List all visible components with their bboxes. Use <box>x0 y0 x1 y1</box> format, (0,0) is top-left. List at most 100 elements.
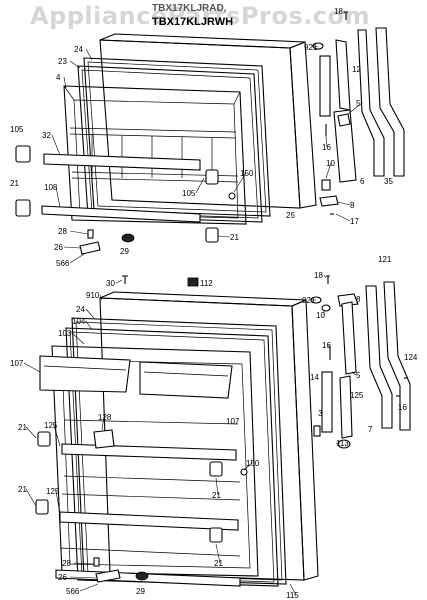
fresh-food-inner-liner <box>51 345 259 577</box>
callout-label: 32 <box>42 131 51 140</box>
fresh-food-outer-panel-side <box>291 299 319 581</box>
callout-label: 150 <box>246 459 260 468</box>
callout-label: 566 <box>66 587 80 596</box>
freezer-outer-panel-side <box>289 41 317 209</box>
callout-label: 6 <box>360 177 365 186</box>
leader-line <box>73 562 95 565</box>
hinge-pin <box>319 195 339 207</box>
leader-line <box>337 201 351 206</box>
leader-line <box>335 213 351 222</box>
hinge-bracket <box>339 375 353 439</box>
callout-label: 30 <box>106 279 115 288</box>
callout-label: 5 <box>356 371 361 380</box>
hinge-bracket <box>333 109 357 183</box>
callout-label: 23 <box>58 57 67 66</box>
callout-label: 112 <box>200 279 213 288</box>
shelf-end-cap <box>205 227 219 243</box>
hinge-cover <box>337 439 351 449</box>
handle-trim <box>383 281 411 431</box>
callout-label: 21 <box>18 485 27 494</box>
shelf-end-cap <box>37 431 51 447</box>
leader-line <box>25 488 37 507</box>
callout-label: 128 <box>98 413 112 422</box>
callout-label: 104 <box>72 317 86 326</box>
callout-label: 26 <box>58 573 67 582</box>
callout-label: 5 <box>356 99 361 108</box>
leader-line <box>351 371 357 376</box>
model-header-line-2: TBX17KLJRWH <box>152 16 234 28</box>
leader-line <box>195 177 205 194</box>
hinge-pin <box>337 293 359 307</box>
leader-line <box>63 246 81 249</box>
callout-label: 8 <box>350 201 355 210</box>
leader-line <box>63 76 67 89</box>
door-stop <box>79 241 101 255</box>
leader-line <box>25 426 37 439</box>
leader-line <box>243 462 253 471</box>
callout-label: 108 <box>44 183 58 192</box>
callout-label: 124 <box>404 353 418 362</box>
door-shelf-middle <box>59 511 239 531</box>
screw <box>122 275 128 284</box>
callout-label: 25 <box>286 211 295 220</box>
callout-label: 17 <box>350 217 359 226</box>
leader-line <box>69 230 89 235</box>
leader-line <box>71 332 85 345</box>
leader-line <box>347 102 363 115</box>
callout-label: 16 <box>322 341 331 350</box>
door-handle <box>357 29 385 177</box>
clip <box>187 277 199 287</box>
shelf-end-cap <box>209 461 223 477</box>
bushing <box>321 304 331 312</box>
leader-line <box>79 583 99 592</box>
model-header-line-1: TBX17KLJRAD, <box>152 3 227 14</box>
callout-label: 24 <box>74 45 83 54</box>
pin <box>93 557 100 567</box>
leader-line <box>325 135 328 148</box>
freezer-inner-liner <box>63 85 247 225</box>
shelf-end-cap <box>209 527 223 543</box>
freezer-shelf-bar-lower <box>41 205 201 223</box>
callout-label: 107 <box>226 417 240 426</box>
leader-line <box>215 543 221 564</box>
handle-trim <box>375 27 405 177</box>
callout-label: 105 <box>10 125 24 134</box>
fresh-food-outer-panel-top <box>99 291 307 307</box>
callout-label: 21 <box>18 423 27 432</box>
callout-label: 29 <box>136 587 145 596</box>
screw <box>228 192 236 200</box>
callout-label: 12 <box>352 65 361 74</box>
plug-button <box>135 571 149 581</box>
callout-label: 921 <box>304 43 318 52</box>
callout-label: 10 <box>326 159 335 168</box>
leader-line <box>115 279 123 284</box>
callout-label: 121 <box>378 255 392 264</box>
watermark: AppliancePartsPros.com <box>30 2 370 30</box>
screw <box>326 275 330 284</box>
door-shelf-upper <box>61 443 237 461</box>
leader-line <box>289 583 297 596</box>
shelf-end-cap <box>35 499 49 515</box>
screw <box>240 468 248 476</box>
leader-line <box>233 172 247 193</box>
leader-line <box>85 48 93 61</box>
dairy-bin-left <box>39 355 131 393</box>
leader-line <box>23 362 41 373</box>
callout-label: 105 <box>182 189 196 198</box>
fresh-food-gasket <box>71 317 287 585</box>
callout-label: 115 <box>286 591 299 600</box>
shelf-end-cap <box>15 145 31 163</box>
screw <box>344 11 348 20</box>
callout-label: 16 <box>398 403 407 412</box>
callout-label: 8 <box>356 295 361 304</box>
pin <box>87 229 94 239</box>
fresh-food-liner-frame <box>65 327 279 587</box>
leader-line <box>85 308 95 319</box>
leader-line <box>335 442 341 445</box>
callout-label: 910 <box>86 291 100 300</box>
leader-line <box>69 253 85 264</box>
callout-label: 24 <box>76 305 85 314</box>
callout-label: 10 <box>316 311 325 320</box>
